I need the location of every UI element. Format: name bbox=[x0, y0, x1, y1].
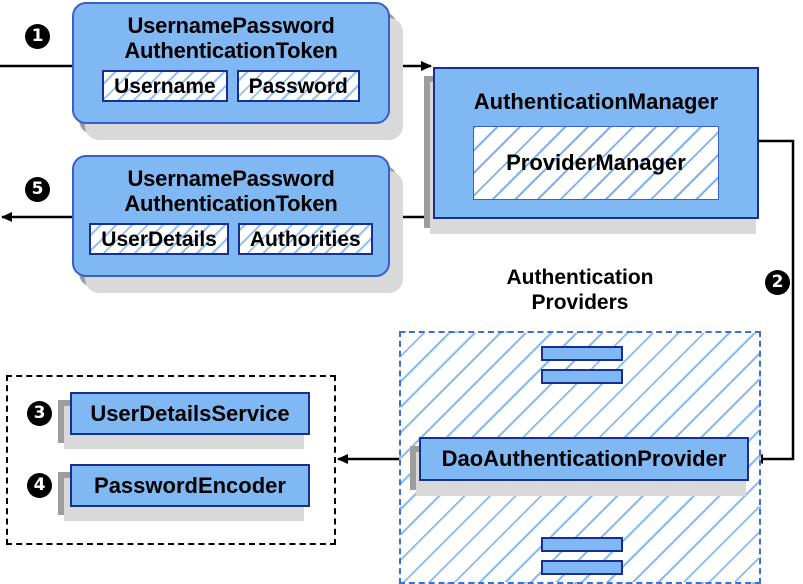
provider-placeholder-bar-bottom-2 bbox=[541, 560, 623, 575]
dependencies-region bbox=[6, 375, 336, 545]
authentication-manager-title: AuthenticationManager bbox=[473, 89, 719, 114]
response-token-title: UsernamePassword AuthenticationToken bbox=[124, 166, 338, 216]
provider-manager-node[interactable]: ProviderManager bbox=[473, 126, 719, 200]
request-token-node[interactable]: UsernamePassword AuthenticationToken Use… bbox=[72, 2, 390, 124]
password-encoder-node[interactable]: PasswordEncoder bbox=[70, 464, 310, 507]
dao-authentication-provider-node[interactable]: DaoAuthenticationProvider bbox=[419, 437, 749, 481]
request-token-field-username: Username bbox=[101, 69, 229, 103]
dao-authentication-provider-label: DaoAuthenticationProvider bbox=[441, 446, 727, 471]
step-badge-5: 5 bbox=[25, 177, 50, 202]
providers-label-line1: Authentication bbox=[506, 266, 654, 289]
response-token-fields: UserDetails Authorities bbox=[88, 222, 374, 256]
response-token-title-line1: UsernamePassword bbox=[127, 166, 335, 191]
response-token-field-userdetails: UserDetails bbox=[88, 222, 230, 256]
request-token-fields: Username Password bbox=[101, 69, 361, 103]
providers-label-line2: Providers bbox=[531, 291, 629, 314]
user-details-service-node[interactable]: UserDetailsService bbox=[70, 392, 310, 435]
step-badge-1: 1 bbox=[25, 24, 50, 49]
provider-placeholder-bar-top-1 bbox=[541, 346, 623, 361]
user-details-service-label: UserDetailsService bbox=[90, 400, 290, 426]
provider-placeholder-bar-bottom-1 bbox=[541, 537, 623, 552]
request-token-field-password: Password bbox=[235, 69, 361, 103]
step-badge-2: 2 bbox=[765, 270, 790, 295]
request-token-title-line2: AuthenticationToken bbox=[124, 38, 338, 63]
request-token-title: UsernamePassword AuthenticationToken bbox=[124, 13, 338, 63]
step-badge-4: 4 bbox=[27, 473, 52, 498]
provider-placeholder-bar-top-2 bbox=[541, 369, 623, 384]
step-badge-3: 3 bbox=[27, 401, 52, 426]
password-encoder-label: PasswordEncoder bbox=[94, 472, 286, 498]
authentication-manager-node[interactable]: AuthenticationManager ProviderManager bbox=[433, 67, 759, 219]
response-token-node[interactable]: UsernamePassword AuthenticationToken Use… bbox=[72, 155, 390, 277]
response-token-title-line2: AuthenticationToken bbox=[124, 191, 338, 216]
authentication-providers-label: Authentication Providers bbox=[470, 265, 690, 315]
response-token-field-authorities: Authorities bbox=[236, 222, 374, 256]
request-token-title-line1: UsernamePassword bbox=[127, 13, 335, 38]
